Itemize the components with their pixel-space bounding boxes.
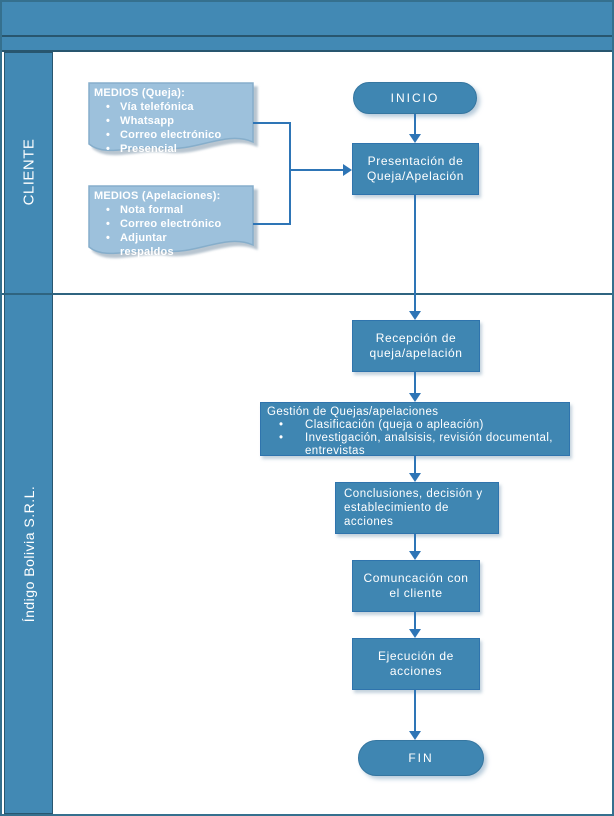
arrowhead-right-icon bbox=[343, 164, 352, 176]
connector-ejecucion-fin bbox=[414, 690, 416, 731]
doc-item-label: Whatsapp bbox=[120, 115, 175, 127]
document-medios-queja-text: MEDIOS (Queja): • Vía telefónica • Whats… bbox=[88, 82, 254, 162]
document-shape-icon bbox=[88, 82, 254, 152]
doc-item-label: Presencial bbox=[120, 143, 178, 155]
arrowhead-down-icon bbox=[409, 731, 421, 740]
doc-item: • Adjuntar respaldos bbox=[94, 231, 249, 259]
lane-column bbox=[4, 52, 53, 814]
node-gestion-title: Gestión de Quejas/apelaciones bbox=[267, 406, 439, 418]
lane-label-cliente: CLIENTE bbox=[20, 138, 38, 206]
lane-label-indigo-bolivia: Índigo Bolivia S.R.L. bbox=[21, 485, 37, 623]
title-band-row2 bbox=[2, 37, 612, 52]
doc-item: • Vía telefónica bbox=[94, 100, 249, 114]
arrowhead-down-icon bbox=[409, 311, 421, 320]
bullet-icon: • bbox=[106, 101, 111, 113]
node-gestion-item-label: Investigación, analsisis, revisión docum… bbox=[305, 432, 553, 457]
document-medios-apelaciones: MEDIOS (Apelaciones): • Nota formal • Co… bbox=[88, 185, 254, 265]
doc-title: MEDIOS (Apelaciones): bbox=[94, 190, 221, 202]
node-ejecucion: Ejecución de acciones bbox=[352, 638, 480, 690]
end-node-label: FIN bbox=[408, 751, 434, 765]
connector-bracket-vertical bbox=[289, 122, 291, 225]
node-recepcion-label: Recepción de queja/apelación bbox=[369, 331, 463, 360]
doc-item: • Nota formal bbox=[94, 203, 249, 217]
doc-item: • Presencial bbox=[94, 142, 249, 156]
bullet-icon: • bbox=[106, 143, 111, 155]
arrowhead-down-icon bbox=[409, 473, 421, 482]
end-node: FIN bbox=[358, 740, 484, 776]
node-comunicacion: Comuncación con el cliente bbox=[352, 560, 480, 612]
arrowhead-down-icon bbox=[409, 134, 421, 143]
node-ejecucion-label: Ejecución de acciones bbox=[378, 649, 454, 678]
doc-item-label: Adjuntar respaldos bbox=[120, 232, 174, 258]
doc-item-label: Correo electrónico bbox=[120, 218, 222, 230]
title-band-row1 bbox=[2, 2, 612, 37]
connector-presentacion-recepcion bbox=[414, 195, 416, 311]
doc-item: • Whatsapp bbox=[94, 114, 249, 128]
arrowhead-down-icon bbox=[409, 629, 421, 638]
doc-item-label: Vía telefónica bbox=[120, 101, 194, 113]
start-node: INICIO bbox=[353, 82, 477, 114]
bullet-icon: • bbox=[279, 432, 284, 444]
lane-divider bbox=[2, 293, 612, 295]
bullet-icon: • bbox=[106, 218, 111, 230]
doc-item: • Correo electrónico bbox=[94, 217, 249, 231]
arrowhead-down-icon bbox=[409, 393, 421, 402]
node-gestion-item: • Investigación, analsisis, revisión doc… bbox=[267, 432, 563, 458]
start-node-label: INICIO bbox=[390, 91, 440, 105]
connector-docs-to-presentacion-line bbox=[289, 169, 343, 171]
document-shape-icon bbox=[88, 185, 254, 255]
node-conclusiones: Conclusiones, decisión y establecimiento… bbox=[335, 482, 499, 534]
doc-item: • Correo electrónico bbox=[94, 128, 249, 142]
document-medios-queja: MEDIOS (Queja): • Vía telefónica • Whats… bbox=[88, 82, 254, 162]
doc-item-label: Correo electrónico bbox=[120, 129, 222, 141]
document-medios-apelaciones-text: MEDIOS (Apelaciones): • Nota formal • Co… bbox=[88, 185, 254, 265]
node-comunicacion-label: Comuncación con el cliente bbox=[363, 571, 469, 600]
node-recepcion: Recepción de queja/apelación bbox=[352, 320, 480, 372]
connector-inicio-presentacion bbox=[414, 114, 416, 136]
bullet-icon: • bbox=[106, 204, 111, 216]
node-gestion: Gestión de Quejas/apelaciones • Clasific… bbox=[260, 402, 570, 458]
bullet-icon: • bbox=[106, 115, 111, 127]
connector-recepcion-gestion bbox=[414, 372, 416, 393]
connector-conclusiones-comunicacion bbox=[414, 534, 416, 551]
node-presentacion: Presentación de Queja/Apelación bbox=[352, 143, 479, 195]
connector-doc1-stub bbox=[253, 122, 291, 124]
bullet-icon: • bbox=[106, 129, 111, 141]
bullet-icon: • bbox=[106, 232, 111, 244]
arrowhead-down-icon bbox=[409, 551, 421, 560]
connector-gestion-conclusiones bbox=[414, 456, 416, 473]
connector-doc2-stub bbox=[253, 223, 291, 225]
doc-title: MEDIOS (Queja): bbox=[94, 87, 186, 99]
node-gestion-item-label: Clasificación (queja o apleación) bbox=[305, 419, 484, 431]
connector-comunicacion-ejecucion bbox=[414, 612, 416, 629]
node-presentacion-label: Presentación de Queja/Apelación bbox=[366, 154, 465, 183]
node-conclusiones-label: Conclusiones, decisión y establecimiento… bbox=[344, 488, 483, 528]
bullet-icon: • bbox=[279, 419, 284, 431]
doc-item-label: Nota formal bbox=[120, 204, 184, 216]
node-gestion-item: • Clasificación (queja o apleación) bbox=[267, 419, 563, 432]
